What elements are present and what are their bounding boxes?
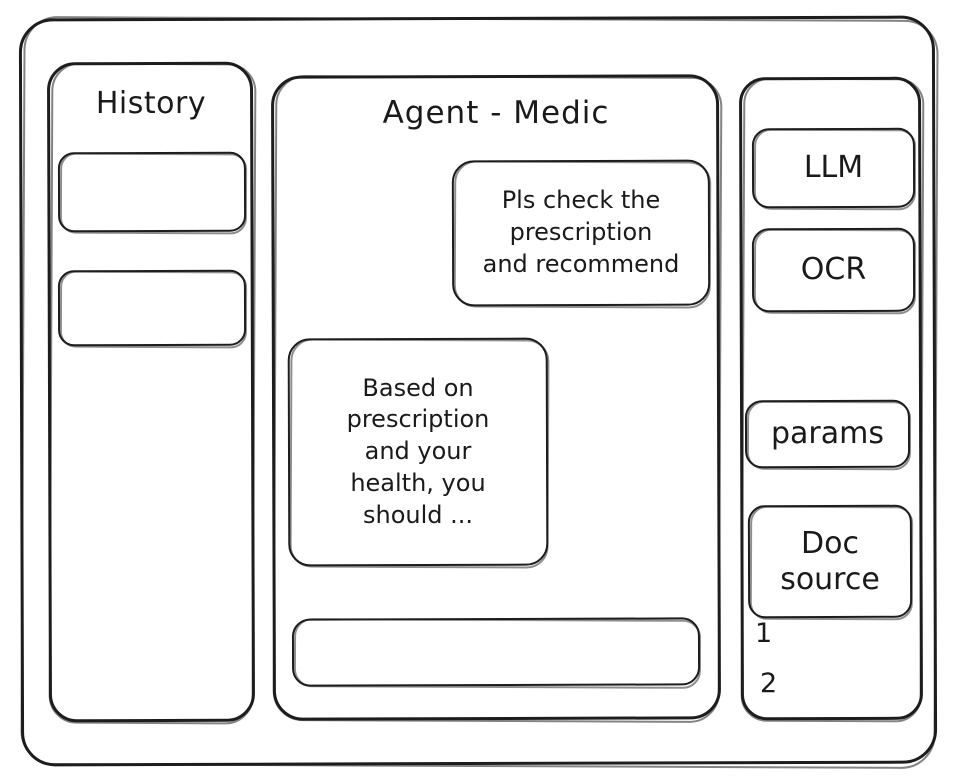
tool-card-ocr-label: OCR — [800, 252, 867, 287]
history-panel: History — [48, 62, 254, 722]
tool-card-llm[interactable]: LLM — [752, 128, 915, 208]
assistant-message-text: Based on prescription and your health, y… — [346, 373, 490, 529]
user-message-bubble: Pls check the prescription and recommend — [452, 160, 710, 306]
tool-card-doc-source[interactable]: Doc source — [748, 505, 912, 618]
history-item-2[interactable] — [58, 270, 246, 346]
agent-panel-title: Agent - Medic — [382, 95, 610, 131]
agent-panel: Agent - Medic — [272, 75, 720, 720]
user-message-text: Pls check the prescription and recommend — [482, 186, 680, 278]
tool-card-doc-source-label: Doc source — [780, 525, 880, 597]
tool-card-ocr[interactable]: OCR — [752, 228, 915, 312]
tool-card-llm-label: LLM — [803, 150, 864, 185]
assistant-message-bubble: Based on prescription and your health, y… — [288, 338, 548, 566]
message-input[interactable] — [292, 618, 700, 686]
doc-source-item-2[interactable]: 2 — [760, 668, 778, 699]
tool-card-params-label: params — [771, 416, 884, 451]
tool-card-params[interactable]: params — [745, 400, 910, 468]
history-panel-title: History — [95, 86, 207, 121]
history-item-1[interactable] — [58, 152, 246, 232]
doc-source-item-1[interactable]: 1 — [755, 618, 773, 649]
